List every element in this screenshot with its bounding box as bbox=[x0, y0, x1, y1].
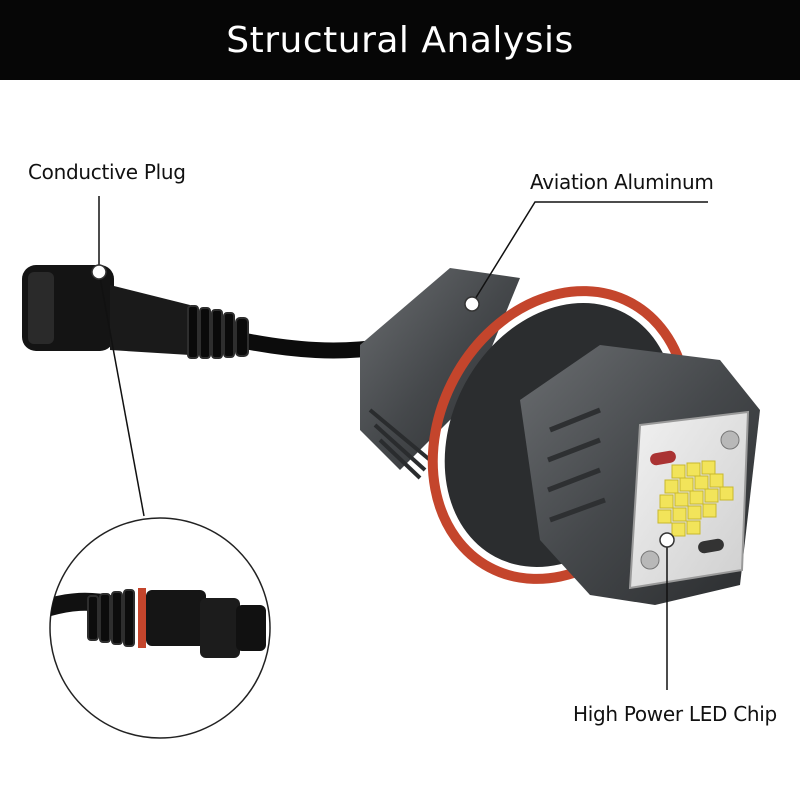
zoom-inset bbox=[49, 517, 271, 739]
led-chip bbox=[628, 410, 750, 590]
label-conductive-plug: Conductive Plug bbox=[28, 160, 186, 184]
callout-lines bbox=[98, 196, 708, 690]
label-aviation-aluminum: Aviation Aluminum bbox=[530, 170, 714, 194]
conductive-plug bbox=[22, 265, 249, 359]
page-title: Structural Analysis bbox=[226, 19, 574, 61]
callout-dot-icon bbox=[91, 264, 675, 548]
label-led-chip: High Power LED Chip bbox=[573, 702, 777, 726]
title-banner: Structural Analysis bbox=[0, 0, 800, 80]
